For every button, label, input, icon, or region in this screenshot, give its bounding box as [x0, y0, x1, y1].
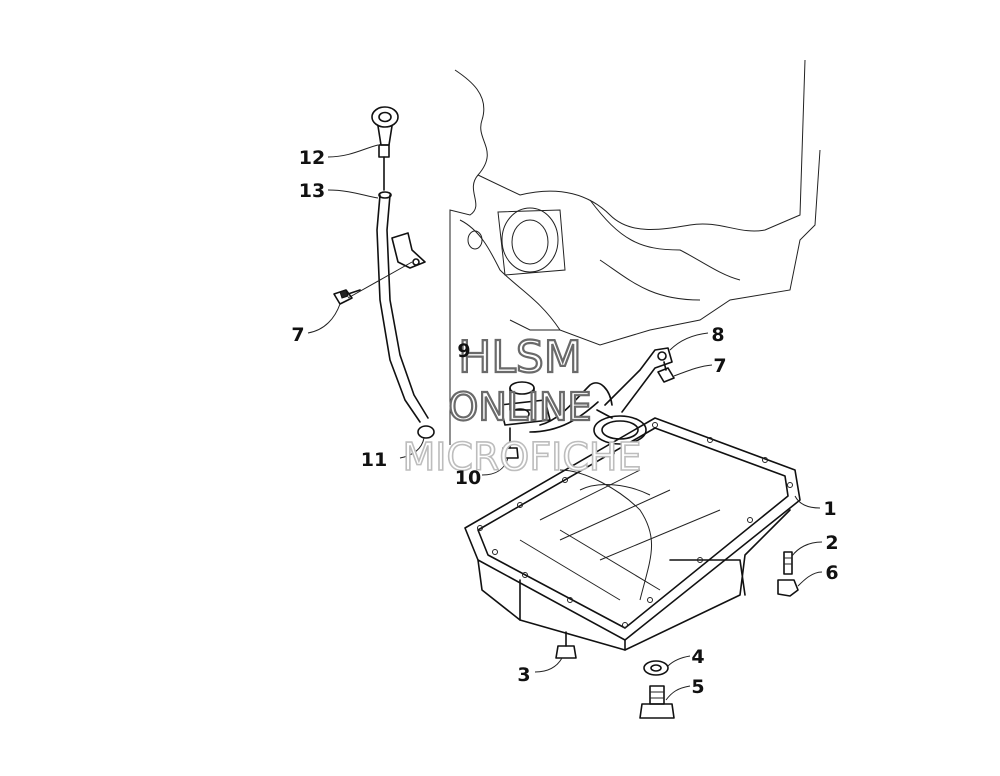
dipstick-tube-part-13: [347, 191, 429, 423]
callout-10: 10: [455, 467, 481, 489]
callout-labels: 1 2 3 4 5 6 7 7 8 9 10 11 12 13: [291, 147, 838, 698]
watermark-line-1: HLSM: [458, 332, 582, 383]
callout-8: 8: [711, 324, 724, 346]
o-ring-part-11: [417, 425, 435, 439]
oil-pan-part-1: [464, 417, 801, 651]
callout-7-left: 7: [291, 324, 304, 346]
callout-2: 2: [825, 532, 838, 554]
callout-4: 4: [691, 646, 704, 668]
watermark-line-3: MICROFICHE: [402, 435, 641, 479]
bolt-part-10: [501, 427, 519, 459]
stud-part-2: [783, 551, 793, 575]
callout-3: 3: [517, 664, 530, 686]
callout-1: 1: [823, 498, 836, 520]
callout-7-right: 7: [713, 355, 726, 377]
callout-11: 11: [361, 449, 387, 471]
watermark: HLSM ONLINE MICROFICHE: [402, 331, 643, 480]
callout-5: 5: [691, 676, 704, 698]
watermark-line-2: ONLINE: [448, 385, 591, 429]
washer-part-4: [643, 660, 669, 676]
bolt-part-7-right: [657, 361, 675, 383]
callout-6: 6: [825, 562, 838, 584]
bracket-part-8: [604, 347, 673, 413]
engine-crankcase-outline: [449, 59, 821, 445]
bolt-part-3: [555, 631, 577, 659]
leader-lines: [307, 144, 823, 701]
dipstick-part-12: [371, 106, 399, 191]
callout-13: 13: [299, 180, 325, 202]
callout-9: 9: [457, 340, 470, 362]
bolt-part-7-left: [333, 289, 361, 305]
oil-strainer-part-9: [499, 381, 647, 445]
callout-12: 12: [299, 147, 325, 169]
drain-plug-part-5: [639, 685, 675, 719]
nut-part-6: [777, 579, 799, 597]
